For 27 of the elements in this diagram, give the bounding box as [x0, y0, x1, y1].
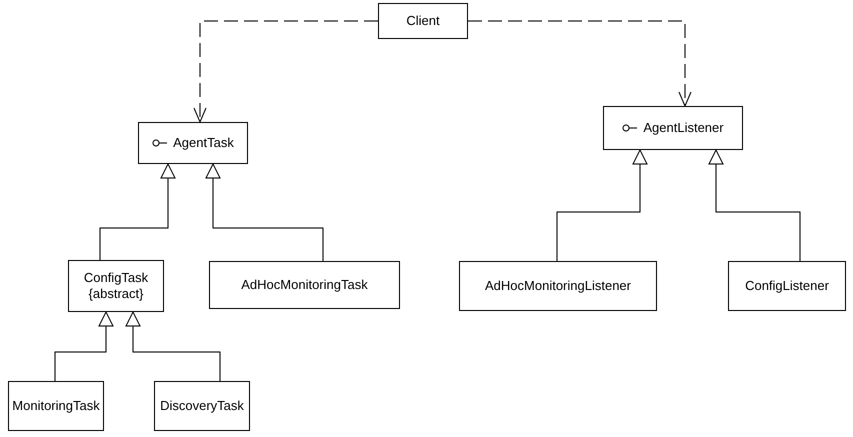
class-name: AdHocMonitoringListener	[485, 278, 631, 294]
class-name: MonitoringTask	[12, 398, 100, 414]
class-box	[154, 381, 250, 431]
class-name: ConfigTask	[84, 270, 148, 286]
dependency-arrow	[468, 20, 692, 106]
class-name: AdHocMonitoringTask	[241, 277, 368, 293]
class-box	[728, 261, 846, 311]
class-box	[378, 3, 468, 39]
class-box	[459, 261, 657, 311]
stereotype-label: {abstract}	[88, 286, 144, 302]
class-box	[209, 261, 400, 309]
generalization-arrow	[100, 164, 176, 260]
generalization-arrow	[556, 150, 648, 262]
class-name: ConfigListener	[745, 278, 829, 294]
dependency-arrow	[194, 20, 378, 122]
class-box	[138, 122, 248, 164]
generalization-arrow	[206, 164, 324, 262]
class-name: AgentTask	[173, 135, 234, 151]
class-box	[8, 381, 104, 431]
generalization-arrow	[708, 150, 800, 262]
class-box	[68, 260, 164, 312]
generalization-arrow	[126, 312, 220, 382]
class-box	[603, 106, 743, 150]
generalization-arrow	[54, 312, 114, 382]
class-name: AgentListener	[643, 120, 724, 136]
class-name: DiscoveryTask	[160, 398, 244, 414]
class-name: Client	[406, 13, 440, 29]
